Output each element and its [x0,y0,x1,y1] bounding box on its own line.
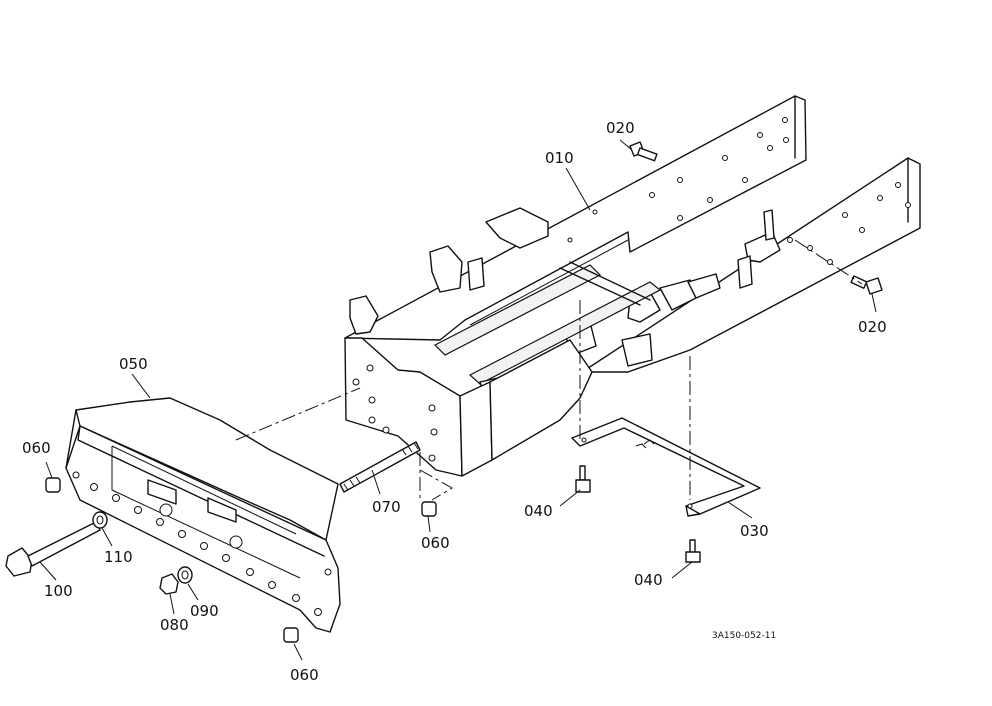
callout-040-lower: 040 [634,571,663,589]
callout-040-upper: 040 [524,502,553,520]
callout-060-left: 060 [22,439,51,457]
bolt-020-right [850,275,883,295]
bolt-040-upper [575,465,591,493]
leader-lines [39,139,877,661]
front-bumper-050 [65,397,341,633]
callouts: 010 020 020 030 040 040 050 060 060 060 … [22,119,887,684]
rod-070 [339,441,421,493]
callout-100: 100 [44,582,73,600]
nut-060-center [421,501,437,517]
washer-090 [177,566,193,584]
front-plate-holes [352,364,438,462]
callout-080: 080 [160,616,189,634]
bolt-020-upper [629,141,658,162]
callout-030: 030 [740,522,769,540]
bolt-040-lower [685,539,701,563]
washer-110 [92,511,108,529]
callout-050: 050 [119,355,148,373]
callout-110: 110 [104,548,133,566]
callout-020-upper: 020 [606,119,635,137]
callout-020-right: 020 [858,318,887,336]
lower-frame-body [489,339,593,461]
diagram-code: 3A150-052-11 [712,631,776,641]
callout-060-bottom: 060 [290,666,319,684]
bumper-holes [72,471,332,616]
callout-060-center: 060 [421,534,450,552]
callout-070: 070 [372,498,401,516]
assembly-centerlines [235,239,863,502]
callout-010: 010 [545,149,574,167]
nut-060-bottom [283,627,299,643]
callout-090: 090 [190,602,219,620]
left-rail-brackets [349,207,549,335]
bolt-100 [5,521,101,577]
frame-assembly [344,95,921,477]
bottom-plate-030 [571,417,761,517]
left-rail-holes [567,117,789,243]
nut-080 [159,573,179,595]
nut-060-left [45,477,61,493]
